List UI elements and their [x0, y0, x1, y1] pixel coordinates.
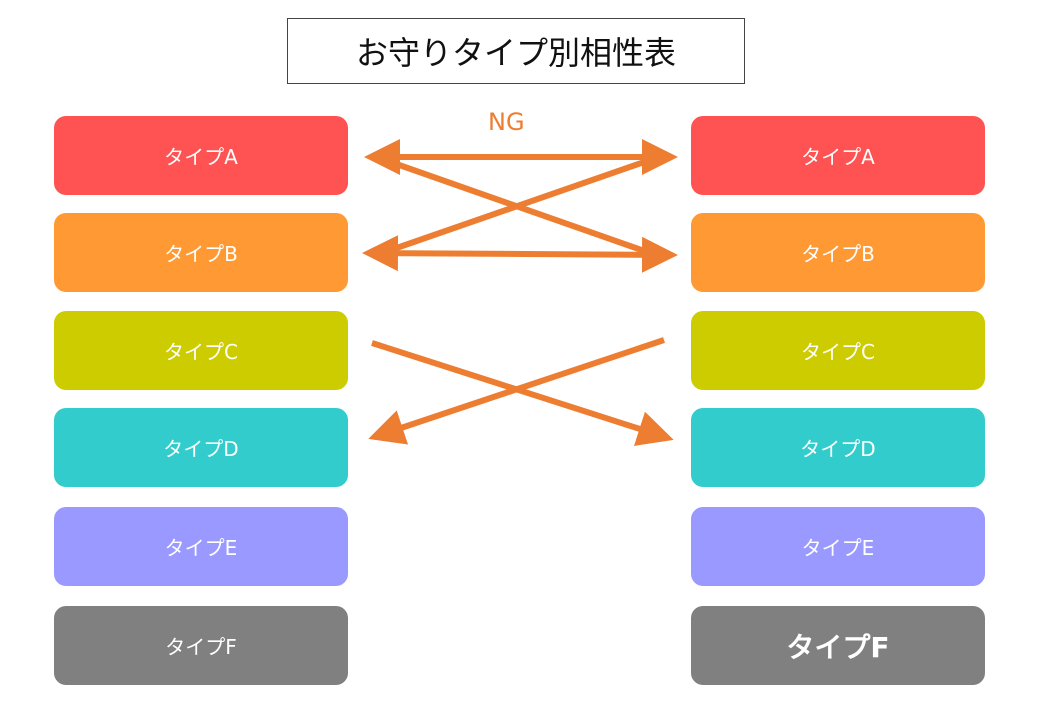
left-type-box-c: タイプC [54, 311, 348, 390]
right-type-box-b: タイプB [691, 213, 985, 292]
left-type-box-f: タイプF [54, 606, 348, 685]
left-type-box-a: タイプA [54, 116, 348, 195]
right-type-box-e: タイプE [691, 507, 985, 586]
right-type-box-a: タイプA [691, 116, 985, 195]
ng-label: NG [488, 108, 525, 136]
arrow-b-b [362, 235, 678, 273]
left-type-box-d: タイプD [54, 408, 348, 487]
left-type-box-b: タイプB [54, 213, 348, 292]
right-type-box-c: タイプC [691, 311, 985, 390]
left-type-box-e: タイプE [54, 507, 348, 586]
right-type-box-d: タイプD [691, 408, 985, 487]
right-type-box-f: タイプF [691, 606, 985, 685]
diagram-title: お守りタイプ別相性表 [287, 18, 745, 84]
arrow-d-c [368, 337, 665, 445]
